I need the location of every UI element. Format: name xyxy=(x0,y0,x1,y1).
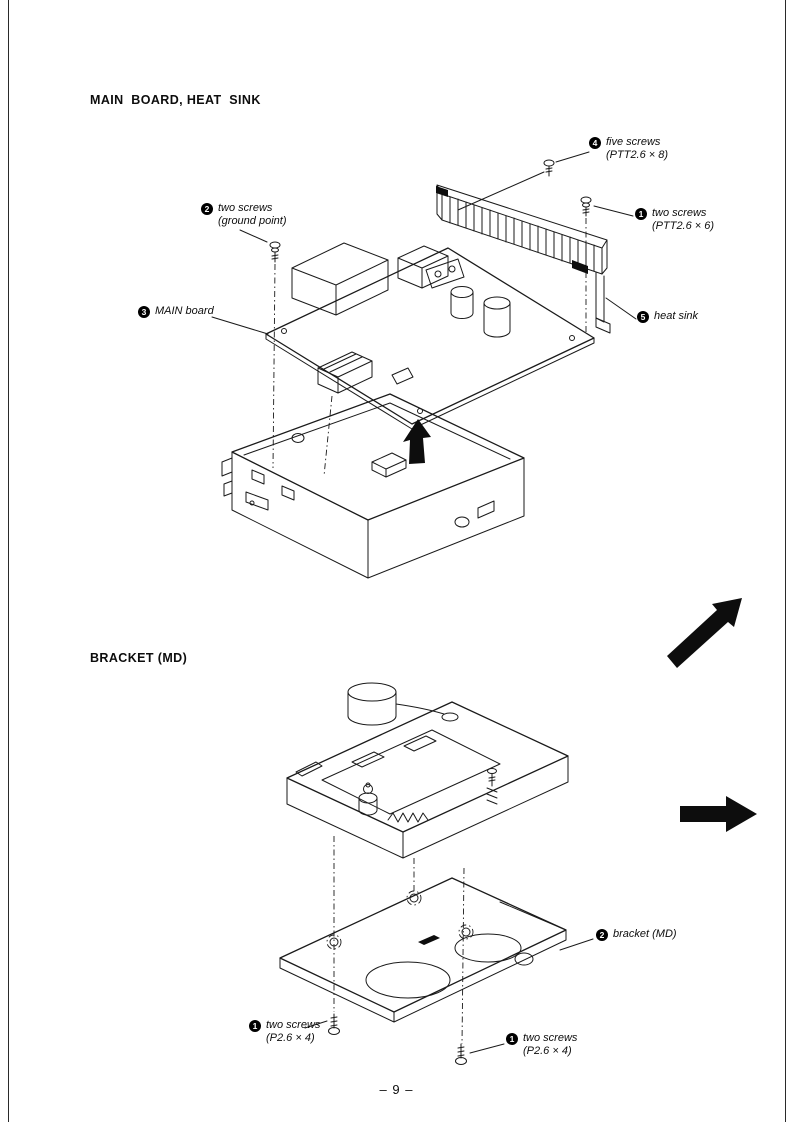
section-title-bracket-md: BRACKET (MD) xyxy=(90,651,188,665)
screw-ground xyxy=(269,241,281,263)
callout-text: two screws xyxy=(523,1032,578,1044)
callout-subtext: (P2.6 × 4) xyxy=(266,1032,315,1044)
callout-bracket-md: 2 bracket (MD) xyxy=(596,928,677,941)
chassis xyxy=(221,393,525,579)
callout-text: two screws xyxy=(218,202,273,214)
callout-subtext: (PTT2.6 × 8) xyxy=(606,149,669,161)
callout-five-screws: 4 five screws(PTT2.6 × 8) xyxy=(589,136,668,162)
callout-screws-left: 1 two screws(P2.6 × 4) xyxy=(249,1019,320,1045)
page-border-left xyxy=(8,0,9,1122)
screw-bottom-left xyxy=(328,1013,340,1035)
callout-number-icon: 2 xyxy=(596,929,608,941)
screw-right xyxy=(580,196,592,217)
callout-number-icon: 2 xyxy=(201,203,213,215)
callout-text: MAIN board xyxy=(155,305,214,317)
bracket-md-diagram xyxy=(279,682,594,1065)
callout-subtext: (P2.6 × 4) xyxy=(523,1045,572,1057)
right-arrow-icon xyxy=(680,796,757,832)
callout-number-icon: 3 xyxy=(138,306,150,318)
heat-sink-left-tab xyxy=(436,186,448,197)
diagonal-arrow-icon xyxy=(667,598,742,668)
callout-number-icon: 4 xyxy=(589,137,601,149)
section-title-main-board: MAIN BOARD, HEAT SINK xyxy=(90,93,261,107)
md-mechanism xyxy=(286,701,569,859)
up-arrow xyxy=(403,419,431,464)
callout-number-icon: 1 xyxy=(506,1033,518,1045)
page-number: – 9 – xyxy=(379,1082,414,1097)
main-board xyxy=(265,242,595,430)
page-border-right xyxy=(785,0,786,1122)
callout-screws-right: 1 two screws(P2.6 × 4) xyxy=(506,1032,577,1058)
main-board-heat-sink-diagram xyxy=(211,151,637,579)
callout-text: two screws xyxy=(652,207,707,219)
callout-text: two screws xyxy=(266,1019,321,1031)
screw-five-screws xyxy=(543,159,555,177)
md-bracket xyxy=(279,877,567,1023)
callout-subtext: (PTT2.6 × 6) xyxy=(652,220,715,232)
callout-text: five screws xyxy=(606,136,661,148)
callout-text: bracket (MD) xyxy=(613,928,677,940)
callout-main-board: 3 MAIN board xyxy=(138,305,214,318)
callout-heat-sink: 5 heat sink xyxy=(637,310,698,323)
heat-sink-connector xyxy=(572,260,588,274)
callout-number-icon: 1 xyxy=(249,1020,261,1032)
callout-number-icon: 5 xyxy=(637,311,649,323)
callout-text: heat sink xyxy=(654,310,699,322)
callout-right-screws: 1 two screws(PTT2.6 × 6) xyxy=(635,207,714,233)
screw-bottom-right xyxy=(455,1043,467,1065)
callout-ground-screws: 2 two screws(ground point) xyxy=(201,202,287,228)
callout-number-icon: 1 xyxy=(635,208,647,220)
bracket-center-boss xyxy=(418,935,440,945)
callout-subtext: (ground point) xyxy=(218,215,287,227)
